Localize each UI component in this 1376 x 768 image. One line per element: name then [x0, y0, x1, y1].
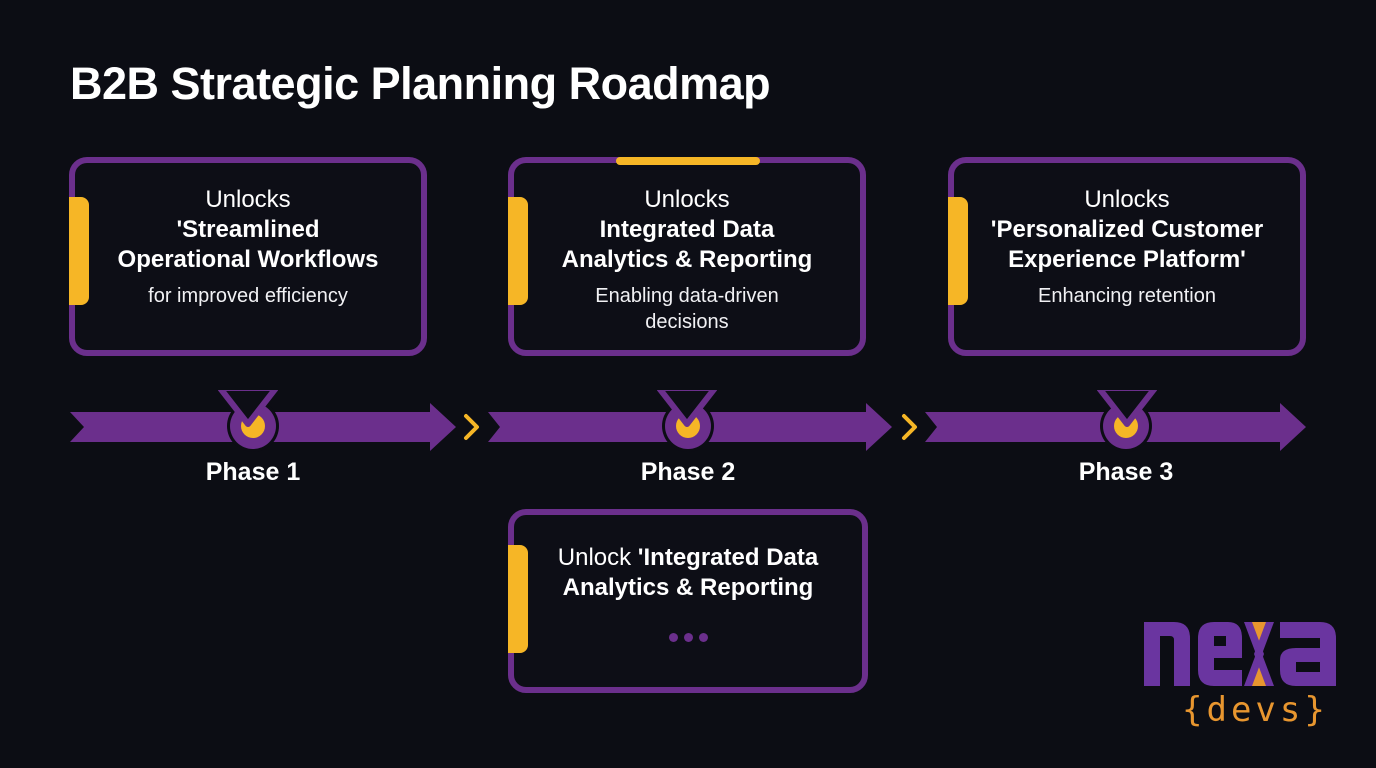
accent-bar-top	[616, 157, 760, 165]
page-title: B2B Strategic Planning Roadmap	[70, 58, 771, 109]
callout-subtext-line2: decisions	[645, 311, 729, 333]
chevron-right-icon	[464, 414, 479, 440]
card-prefix: Unlock	[557, 544, 638, 571]
phase-3-callout: Unlocks 'Personalized Customer Experienc…	[948, 157, 1306, 427]
callout-lead: Unlocks	[205, 186, 291, 213]
card-heading-line1: 'Integrated Data	[637, 544, 819, 571]
phase-2-detail-card: Unlock 'Integrated Data Analytics & Repo…	[508, 509, 868, 693]
accent-bar	[508, 545, 528, 653]
logo-subtext: {devs}	[1182, 690, 1329, 730]
accent-bar	[948, 197, 968, 305]
phase-1-label: Phase 1	[205, 458, 301, 486]
phase-3-label: Phase 3	[1078, 458, 1174, 486]
callout-heading-line2: Operational Workflows	[117, 246, 379, 273]
nexa-devs-logo: {devs}	[1140, 612, 1340, 732]
phase-1-callout: Unlocks 'Streamlined Operational Workflo…	[69, 157, 427, 427]
callout-lead: Unlocks	[644, 186, 730, 213]
chevron-right-icon	[902, 414, 917, 440]
callout-subtext: for improved efficiency	[148, 285, 348, 307]
callout-heading-line1: Integrated Data	[599, 216, 775, 243]
accent-bar	[508, 197, 528, 305]
phase-2-callout: Unlocks Integrated Data Analytics & Repo…	[508, 157, 866, 427]
callout-heading-line1: 'Streamlined	[176, 216, 320, 243]
accent-bar	[69, 197, 89, 305]
callout-subtext: Enhancing retention	[1038, 285, 1216, 307]
card-heading-line2: Analytics & Reporting	[562, 574, 814, 601]
ellipsis-icon	[514, 633, 862, 642]
callout-heading-line2: Analytics & Reporting	[561, 246, 813, 273]
nexa-wordmark-icon	[1144, 622, 1336, 686]
callout-lead: Unlocks	[1084, 186, 1170, 213]
callout-subtext-line1: Enabling data-driven	[595, 285, 779, 307]
callout-heading-line1: 'Personalized Customer	[990, 216, 1264, 243]
callout-heading-line2: Experience Platform'	[1008, 246, 1246, 273]
phase-2-label: Phase 2	[640, 458, 736, 486]
